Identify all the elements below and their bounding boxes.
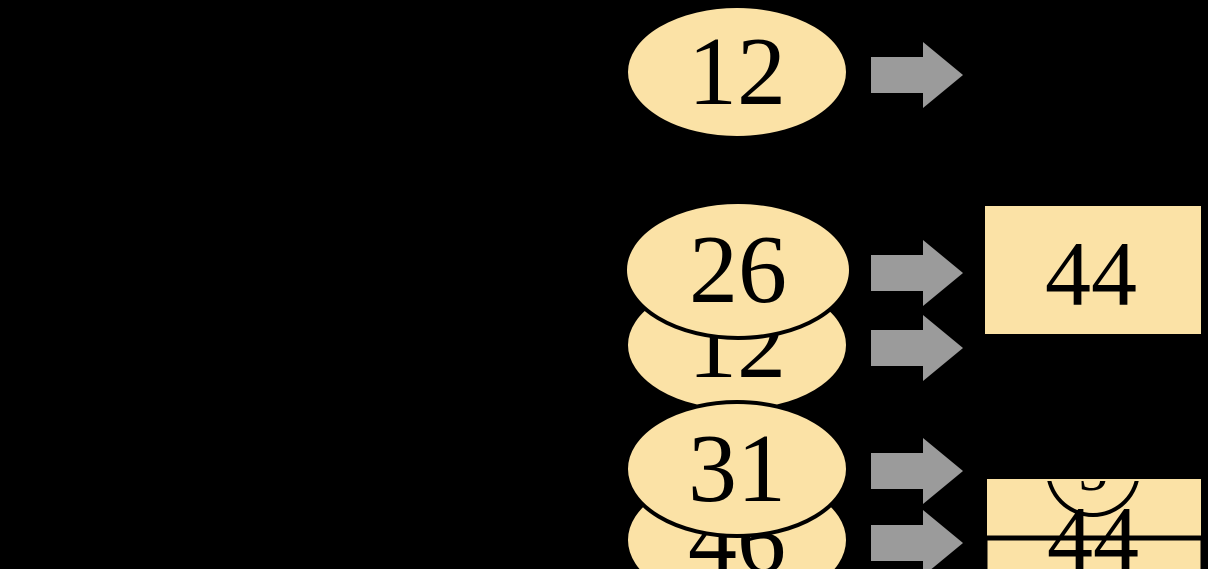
ellipse-node-31: 31 <box>624 400 850 538</box>
overlay-circle-node: 5 <box>1047 437 1139 517</box>
box-node-outline-bottom <box>982 535 1206 569</box>
ellipse-shape <box>624 4 850 140</box>
arrow-right-icon-3 <box>871 315 963 381</box>
ellipse-node-26: 26 <box>623 200 853 340</box>
box-label: 44 <box>1045 223 1137 325</box>
circle-label: 5 <box>1078 437 1108 503</box>
arrow-right-icon-1 <box>871 42 963 108</box>
box-node-44-bottom: 44 5 <box>983 437 1205 569</box>
arrow-right-icon-5 <box>871 510 963 569</box>
circle-shape <box>1047 481 1139 517</box>
ellipse-label: 12 <box>688 18 786 126</box>
ellipse-shape <box>623 200 853 340</box>
ellipse-shape <box>624 400 850 538</box>
ellipse-label: 26 <box>689 216 787 324</box>
box-shape <box>981 202 1205 338</box>
ellipse-node-12: 12 <box>624 4 850 140</box>
box-shape <box>983 475 1205 569</box>
box-node-44-top: 44 <box>981 202 1205 338</box>
arrow-right-icon-4 <box>871 438 963 504</box>
ellipse-label: 31 <box>688 415 786 523</box>
arrow-right-icon-2 <box>871 240 963 306</box>
